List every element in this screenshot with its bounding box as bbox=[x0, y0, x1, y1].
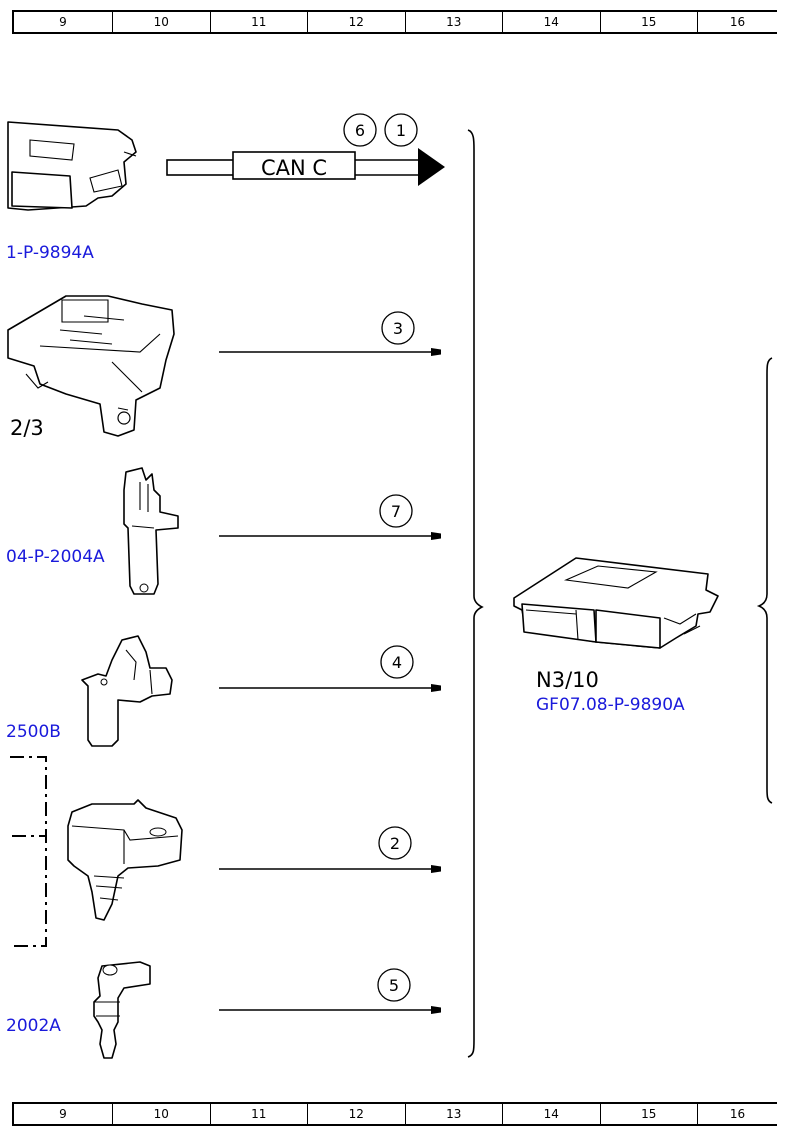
part-4-code[interactable]: 2500B bbox=[6, 722, 61, 742]
ruler-cell: 16 bbox=[697, 1104, 777, 1124]
signal-ref-3-number: 3 bbox=[393, 319, 403, 338]
signal-ref-1: 1 bbox=[384, 113, 418, 147]
can-c-box bbox=[232, 151, 356, 180]
signal-ref-2: 2 bbox=[378, 826, 412, 860]
signal-ref-7: 7 bbox=[379, 494, 413, 528]
module-name: N3/10 bbox=[536, 668, 599, 692]
signal-ref-7-number: 7 bbox=[391, 502, 401, 521]
signal-ref-3: 3 bbox=[381, 311, 415, 345]
ruler-cell: 14 bbox=[502, 1104, 600, 1124]
temperature-sensor-part bbox=[93, 961, 151, 1059]
ruler-cell: 11 bbox=[209, 12, 308, 32]
ruler-cell: 9 bbox=[12, 1104, 112, 1124]
signal-ref-4-number: 4 bbox=[392, 653, 402, 672]
signal-ref-6-number: 6 bbox=[355, 121, 365, 140]
ruler-cell: 12 bbox=[307, 1104, 405, 1124]
ruler-cell: 10 bbox=[112, 1104, 210, 1124]
top-module-code-link[interactable]: 1-P-9894A bbox=[6, 243, 94, 263]
column-ruler-top: 9 10 11 12 13 14 15 16 bbox=[12, 10, 777, 34]
can-c-label: CAN C bbox=[261, 156, 327, 180]
part-6-code-link[interactable]: 2002A bbox=[6, 1016, 61, 1036]
signal-ref-4: 4 bbox=[380, 645, 414, 679]
ruler-cell: 9 bbox=[12, 12, 112, 32]
ruler-cell: 14 bbox=[502, 12, 600, 32]
speed-sensor-part bbox=[123, 467, 179, 595]
component-group-bracket bbox=[10, 756, 47, 947]
module-code-link[interactable]: GF07.08-P-9890A bbox=[536, 695, 685, 715]
inputs-brace bbox=[467, 129, 484, 1058]
pressure-sensor-part bbox=[67, 799, 183, 921]
outputs-brace bbox=[756, 357, 773, 804]
signal-ref-2-number: 2 bbox=[390, 834, 400, 853]
part-2-code: 2/3 bbox=[10, 416, 44, 440]
column-ruler-bottom: 9 10 11 12 13 14 15 16 bbox=[12, 1102, 777, 1126]
ruler-cell: 16 bbox=[697, 12, 777, 32]
part-4-code-link[interactable]: 2500B bbox=[6, 722, 61, 742]
part-3-code[interactable]: 04-P-2004A bbox=[6, 547, 105, 567]
actuator-module-part bbox=[7, 295, 175, 437]
signal-ref-5-number: 5 bbox=[389, 976, 399, 995]
ruler-cell: 15 bbox=[599, 1104, 698, 1124]
ruler-cell: 13 bbox=[404, 12, 503, 32]
signal-ref-5: 5 bbox=[377, 968, 411, 1002]
signal-ref-6: 6 bbox=[343, 113, 377, 147]
ruler-cell: 13 bbox=[404, 1104, 503, 1124]
transmission-control-module bbox=[513, 557, 719, 649]
part-3-code-link[interactable]: 04-P-2004A bbox=[6, 547, 105, 567]
top-module-code[interactable]: 1-P-9894A bbox=[6, 243, 94, 263]
control-module-top-left bbox=[7, 121, 137, 211]
signal-ref-1-number: 1 bbox=[396, 121, 406, 140]
ruler-cell: 11 bbox=[209, 1104, 308, 1124]
module-code[interactable]: GF07.08-P-9890A bbox=[536, 695, 685, 715]
hall-sensor-part bbox=[81, 635, 173, 747]
ruler-cell: 10 bbox=[112, 12, 210, 32]
part-6-code[interactable]: 2002A bbox=[6, 1016, 61, 1036]
ruler-cell: 12 bbox=[307, 12, 405, 32]
can-c-bus-arrow: CAN C bbox=[166, 148, 445, 186]
ruler-cell: 15 bbox=[599, 12, 698, 32]
